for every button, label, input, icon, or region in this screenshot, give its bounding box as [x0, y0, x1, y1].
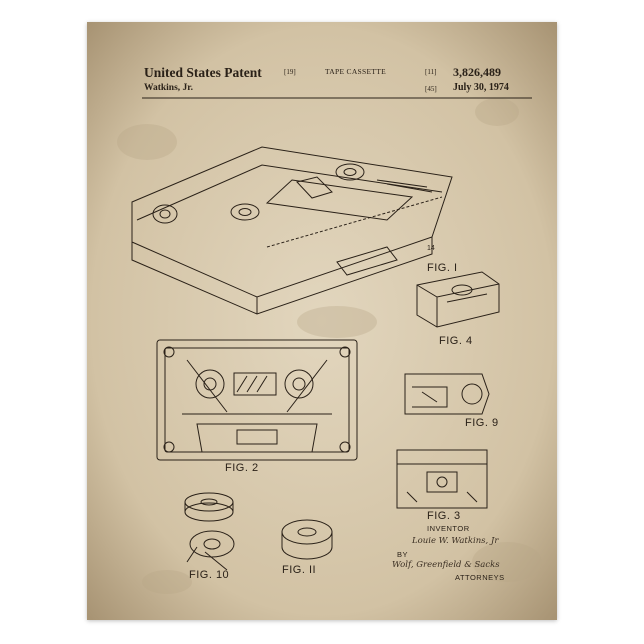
- header-bracket-45: [45]: [425, 85, 437, 93]
- fig1-label: FIG. I: [427, 262, 458, 274]
- attorneys-label: ATTORNEYS: [455, 573, 505, 582]
- fig2-label: FIG. 2: [225, 462, 259, 474]
- patent-subject: TAPE CASSETTE: [325, 67, 386, 76]
- inventor-signature: Louie W. Watkins, Jr: [412, 536, 498, 546]
- patent-author: Watkins, Jr.: [144, 83, 193, 93]
- fig3-label: FIG. 3: [427, 510, 461, 522]
- header-bracket-11: [11]: [425, 68, 436, 76]
- fig1-ref-numbers: 14: [427, 245, 435, 252]
- patent-date: July 30, 1974: [453, 82, 509, 93]
- patent-header-title: United States Patent: [144, 65, 262, 81]
- poster-artwork: 14: [87, 22, 557, 620]
- patent-number: 3,826,489: [453, 65, 501, 80]
- fig10-label: FIG. 10: [189, 569, 229, 581]
- header-bracket-19: [19]: [284, 68, 296, 76]
- attorney-signature: Wolf, Greenfield & Sacks: [392, 560, 500, 570]
- fig4-label: FIG. 4: [439, 335, 473, 347]
- by-label: BY: [397, 550, 408, 559]
- fig11-label: FIG. II: [282, 564, 316, 576]
- fig9-label: FIG. 9: [465, 417, 499, 429]
- inventor-label: INVENTOR: [427, 524, 470, 533]
- patent-poster: 14: [87, 22, 557, 620]
